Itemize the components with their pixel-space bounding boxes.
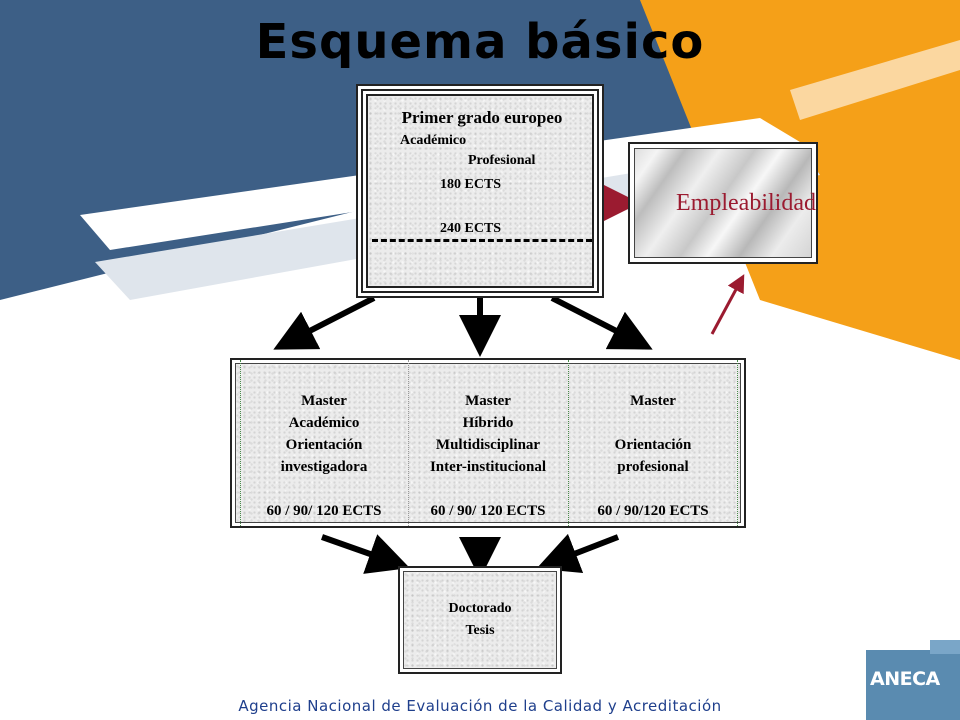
master-2-line3: Multidisciplinar — [435, 437, 541, 453]
master-2-line2: Híbrido — [462, 415, 514, 431]
profesional-label: Profesional — [468, 153, 536, 168]
master-3-ects: 60 / 90/120 ECTS — [597, 503, 709, 519]
master-2-ects: 60 / 90/ 120 ECTS — [430, 503, 546, 519]
primer-grado-title: Primer grado europeo — [401, 108, 563, 127]
masters-box: Master Académico Orientación investigado… — [230, 358, 746, 528]
tesis-label: Tesis — [465, 623, 495, 638]
light-stripe — [790, 40, 960, 120]
aneca-logo-block — [866, 650, 960, 720]
master-1-ects: 60 / 90/ 120 ECTS — [266, 503, 382, 519]
master-hibrido-column: Master Híbrido Multidisciplinar Inter-in… — [408, 360, 567, 526]
doctorado-label: Doctorado — [448, 601, 512, 616]
primer-grado-box: Primer grado europeo Académico Profesion… — [356, 84, 604, 298]
academico-label: Académico — [400, 133, 467, 148]
arrow-master1-to-doctorado — [321, 534, 410, 574]
master-1-line1: Master — [301, 393, 347, 409]
doctorado-box: Doctorado Tesis — [398, 566, 562, 674]
footer-agency-name: Agencia Nacional de Evaluación de la Cal… — [238, 697, 722, 715]
arrow-master-to-empleabilidad — [710, 274, 745, 335]
ects-240-label: 240 ECTS — [440, 221, 502, 236]
master-3-line1: Master — [630, 393, 676, 409]
master-1-line3: Orientación — [285, 437, 363, 453]
page-title: Esquema básico — [255, 14, 705, 70]
aneca-logo-text: ANECA — [870, 668, 940, 690]
master-2-line4: Inter-institucional — [429, 459, 547, 475]
ects-180-label: 180 ECTS — [440, 177, 502, 192]
master-1-line4: investigadora — [280, 459, 368, 475]
master-2-line1: Master — [465, 393, 511, 409]
empleabilidad-label: Empleabilidad — [676, 190, 816, 216]
master-1-line2: Académico — [288, 415, 360, 431]
empleabilidad-box: Empleabilidad — [628, 142, 818, 264]
arrow-master3-to-doctorado — [536, 533, 620, 574]
master-3-line2 — [569, 412, 737, 434]
master-academico-column: Master Académico Orientación investigado… — [240, 360, 407, 526]
master-3-line4: profesional — [617, 459, 689, 475]
aneca-logo-notch — [930, 640, 960, 654]
master-3-line3: Orientación — [614, 437, 692, 453]
arrow-to-master-profesional — [550, 295, 653, 350]
dashed-separator — [372, 239, 592, 242]
arrow-to-master-academico — [273, 295, 376, 350]
master-profesional-column: Master Orientación profesional 60 / 90/1… — [568, 360, 738, 526]
